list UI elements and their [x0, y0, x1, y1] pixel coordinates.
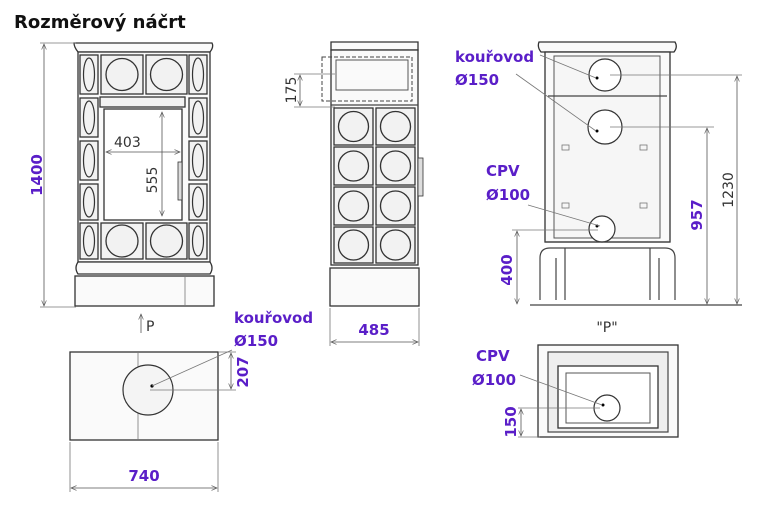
bottom-cpv-diameter: Ø100	[472, 371, 516, 389]
circle-ornament	[337, 229, 370, 261]
ellipse-tile	[79, 54, 99, 95]
ellipse-ornament	[191, 186, 205, 218]
front-view: 1400 403 555 P	[28, 42, 215, 335]
circle-ornament	[379, 190, 412, 222]
circle-tile	[145, 54, 188, 95]
height-1400-label: 1400	[28, 154, 46, 196]
top-flue-label: kouřovod	[234, 309, 313, 327]
circle-ornament	[105, 57, 139, 92]
rear-flue-diameter: Ø150	[455, 71, 499, 89]
ellipse-ornament	[82, 143, 96, 178]
side-circle-tile	[375, 186, 416, 226]
top-view: 207 kouřovod Ø150 740	[69, 309, 313, 492]
ellipse-tile	[188, 140, 208, 181]
flue-offset-207-label: 207	[234, 356, 252, 387]
ellipse-tile	[188, 54, 208, 95]
height-1230-label: 1230	[721, 172, 737, 208]
circle-ornament	[149, 57, 184, 92]
cpv-offset-150-label: 150	[502, 406, 520, 437]
page-title: Rozměrový náčrt	[14, 12, 186, 33]
ellipse-tile	[188, 97, 208, 138]
ellipse-ornament	[82, 57, 96, 92]
circle-ornament	[337, 190, 370, 222]
side-circle-tile	[333, 226, 374, 264]
top-flue-diameter: Ø150	[234, 332, 278, 350]
ellipse-ornament	[191, 143, 205, 178]
circle-ornament	[379, 150, 412, 182]
door-width-label: 403	[114, 135, 141, 151]
ellipse-ornament	[82, 186, 96, 218]
flue-offset-175-label: 175	[284, 77, 300, 104]
rear-view-label: "P"	[596, 320, 617, 336]
door-height-label: 555	[145, 167, 161, 194]
height-400-label: 400	[498, 254, 516, 285]
view-marker-p: P	[146, 319, 154, 335]
ellipse-ornament	[191, 225, 205, 257]
rear-cpv-label: CPV	[486, 162, 520, 180]
side-circle-tile	[375, 226, 416, 264]
circle-tile	[145, 222, 188, 260]
circle-ornament	[337, 150, 370, 182]
circle-ornament	[379, 229, 412, 261]
rear-cpv-diameter: Ø100	[486, 186, 530, 204]
side-circle-tile	[333, 186, 374, 226]
ellipse-tile	[79, 183, 99, 221]
ellipse-tile	[79, 140, 99, 181]
circle-tile	[100, 54, 144, 95]
circle-ornament	[149, 224, 184, 258]
height-957-label: 957	[688, 199, 706, 230]
side-view: 175 485	[284, 41, 424, 346]
ellipse-ornament	[82, 225, 96, 257]
ellipse-ornament	[191, 100, 205, 135]
ellipse-tile	[79, 97, 99, 138]
circle-ornament	[337, 110, 370, 143]
width-740-label: 740	[128, 467, 159, 485]
ellipse-tile	[79, 222, 99, 260]
side-circle-tile	[375, 146, 416, 186]
side-circle-tile	[375, 107, 416, 146]
rear-view: 1230 957 400 kouřovod Ø150 CPV Ø100 "P"	[455, 41, 742, 336]
circle-tile	[100, 222, 144, 260]
rear-flue-label: kouřovod	[455, 48, 534, 66]
circle-ornament	[105, 224, 139, 258]
ellipse-ornament	[191, 57, 205, 92]
bottom-cpv-label: CPV	[476, 347, 510, 365]
side-circle-tile	[333, 146, 374, 186]
ellipse-tile	[188, 222, 208, 260]
circle-ornament	[379, 110, 412, 143]
depth-485-label: 485	[358, 321, 389, 339]
side-circle-tile	[333, 107, 374, 146]
ellipse-ornament	[82, 100, 96, 135]
bottom-view: 150 CPV Ø100	[472, 344, 679, 438]
ellipse-tile	[188, 183, 208, 221]
